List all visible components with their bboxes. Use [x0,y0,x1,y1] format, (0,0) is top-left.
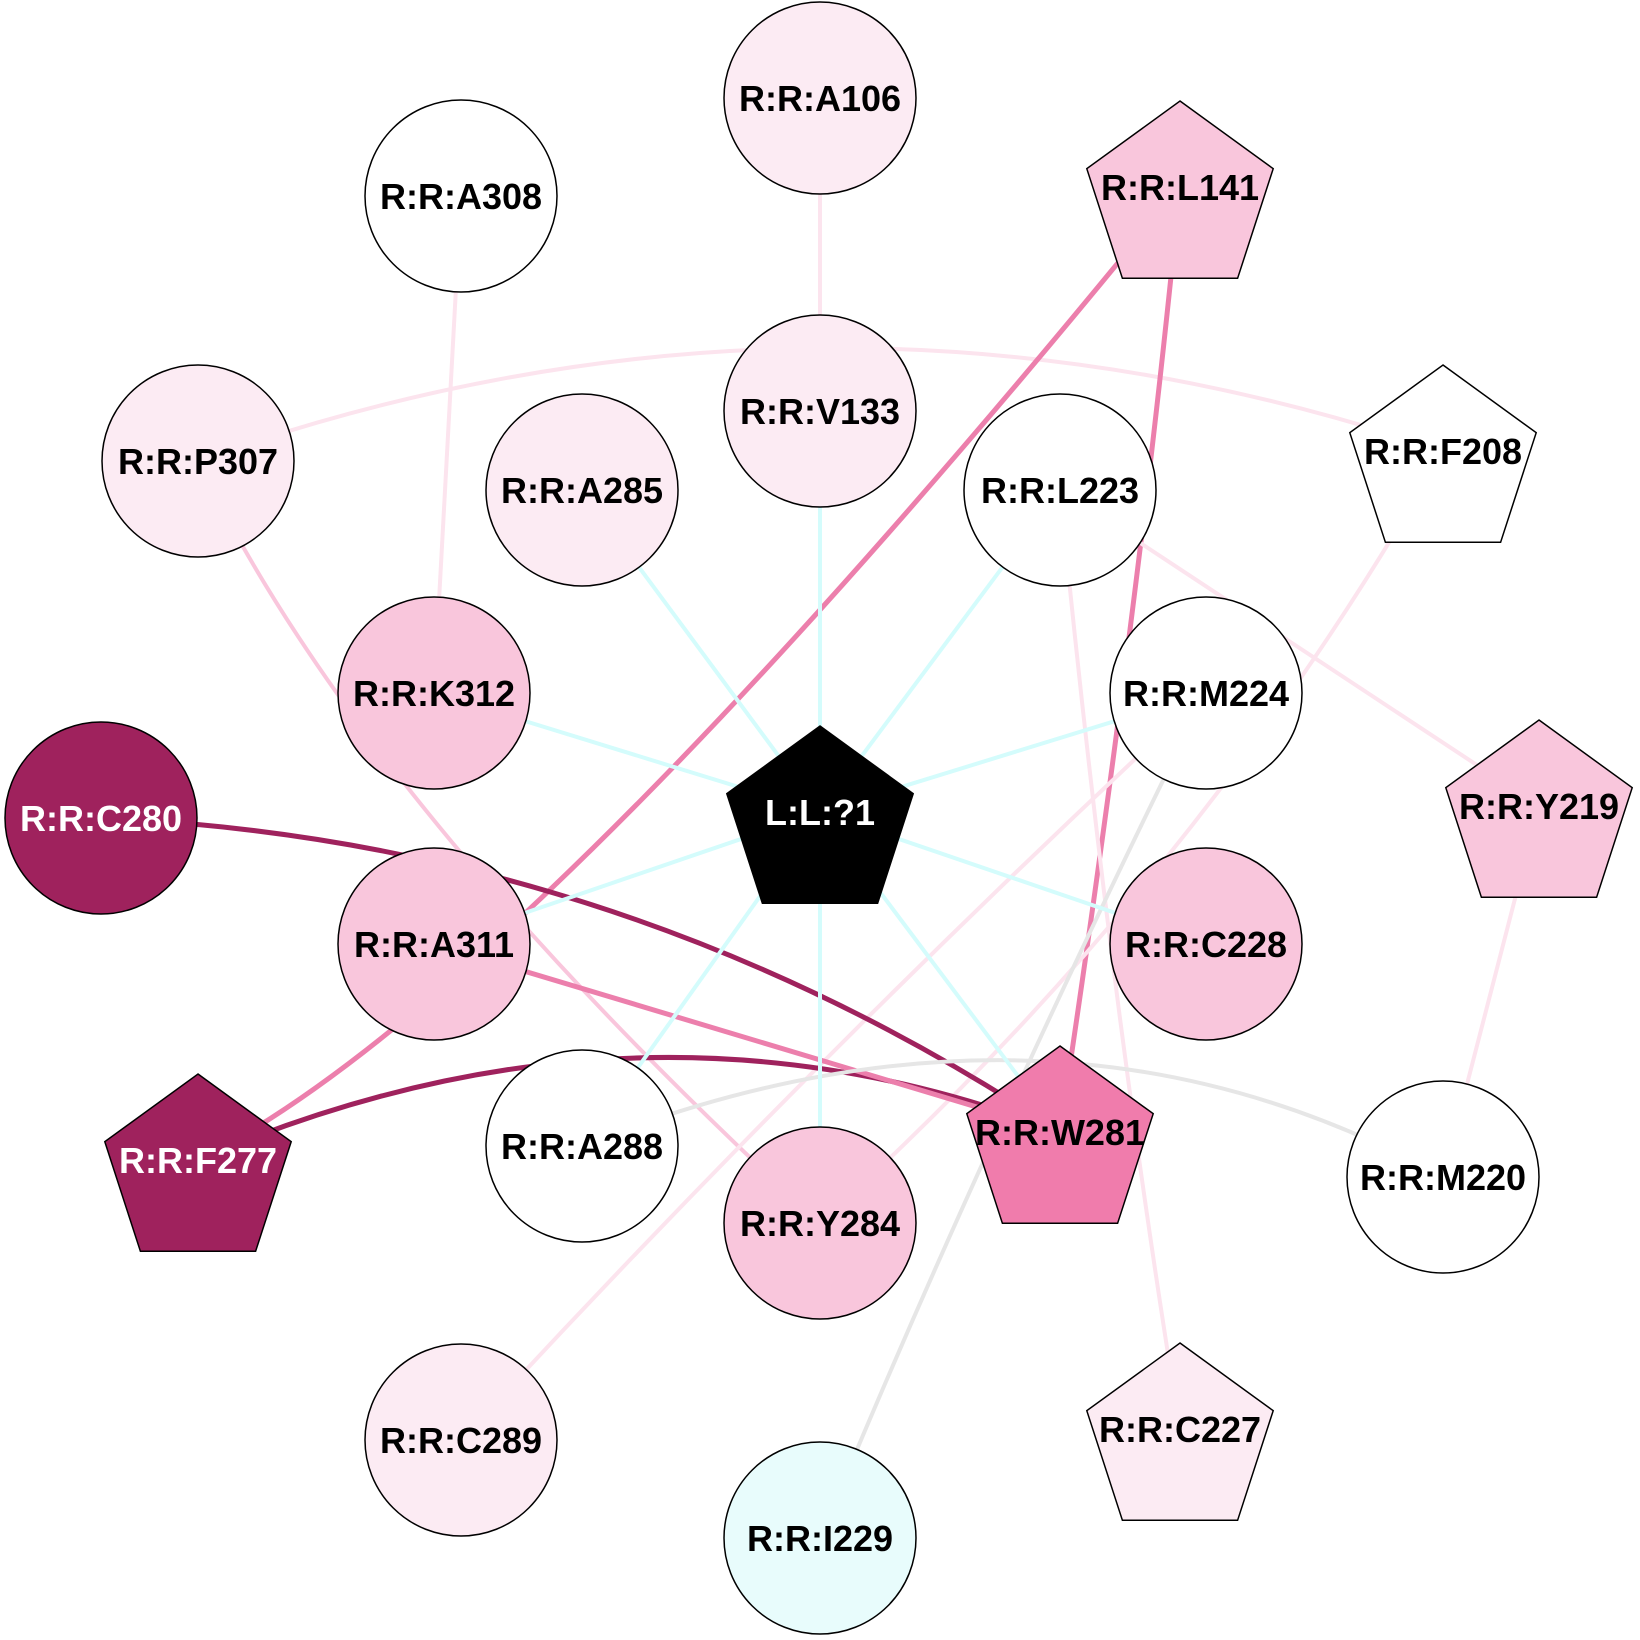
node-r-r-a285[interactable]: R:R:A285 [485,393,679,587]
node-r-r-m224[interactable]: R:R:M224 [1109,596,1303,790]
node-pentagon [1085,100,1275,280]
node-label: R:R:I229 [747,1518,893,1559]
node-label: R:R:A285 [501,470,663,511]
node-r-r-m220[interactable]: R:R:M220 [1346,1080,1540,1274]
node-label: R:R:A311 [354,924,514,965]
node-pentagon [965,1045,1155,1225]
node-circle [4,721,198,915]
node-circle [1109,596,1303,790]
node-circle [485,1049,679,1243]
node-circle [1109,847,1303,1041]
node-r-r-l141[interactable]: R:R:L141 [1085,100,1275,280]
node-circle [101,364,295,558]
node-r-r-p307[interactable]: R:R:P307 [101,364,295,558]
node-r-r-a311[interactable]: R:R:A311 [337,847,531,1041]
node-label: R:R:Y219 [1459,786,1619,827]
node-circle [337,596,531,790]
node-label: R:R:A288 [501,1126,663,1167]
node-r-r-a106[interactable]: R:R:A106 [723,1,917,195]
node-label: R:R:M220 [1360,1157,1526,1198]
node-r-r-a288[interactable]: R:R:A288 [485,1049,679,1243]
node-label: R:R:L223 [981,470,1139,511]
node-r-r-v133[interactable]: R:R:V133 [723,314,917,508]
node-r-r-w281[interactable]: R:R:W281 [965,1045,1155,1225]
node-label: R:R:C228 [1125,924,1287,965]
edge-r-r-a311-to-r-r-w281 [433,941,1061,1135]
node-circle [337,847,531,1041]
node-circle [723,1,917,195]
node-r-r-c228[interactable]: R:R:C228 [1109,847,1303,1041]
node-r-r-a308[interactable]: R:R:A308 [364,99,558,293]
node-label: R:R:F277 [119,1140,277,1181]
node-label: R:R:A308 [380,176,542,217]
node-r-r-i229[interactable]: R:R:I229 [723,1441,917,1635]
edge-r-r-f277-to-r-r-w281 [197,1054,1061,1163]
node-pentagon [1085,1342,1275,1522]
node-label: R:R:L141 [1101,167,1259,208]
node-label: L:L:?1 [765,792,875,833]
node-label: R:R:M224 [1123,673,1289,714]
node-circle [723,1441,917,1635]
node-circle [963,393,1157,587]
node-circle [1346,1080,1540,1274]
node-label: R:R:P307 [118,441,278,482]
node-circle [364,99,558,293]
edge-r-r-l223-to-r-r-c227 [1058,489,1182,1430]
edge-r-r-l141-to-r-r-w281 [1057,186,1183,1133]
node-pentagon [103,1073,293,1253]
node-label: R:R:Y284 [740,1203,900,1244]
edge-r-r-l141-to-r-r-f277 [196,185,1182,1163]
node-pentagon [1348,364,1538,544]
node-circle [723,1126,917,1320]
node-circle [723,314,917,508]
node-label: R:R:F208 [1364,431,1522,472]
node-label: R:R:K312 [353,673,515,714]
edge-r-r-m224-to-r-r-c289 [459,691,1208,1442]
node-pentagon [1444,719,1634,899]
node-r-r-k312[interactable]: R:R:K312 [337,596,531,790]
node-r-r-c289[interactable]: R:R:C289 [364,1343,558,1537]
node-r-r-f208[interactable]: R:R:F208 [1348,364,1538,544]
edge-r-r-p307-to-r-r-y284 [196,460,822,1225]
edge-r-r-a288-to-r-r-m220 [581,1058,1444,1179]
node-label: R:R:W281 [975,1112,1145,1153]
node-circle [364,1343,558,1537]
edge-r-r-c280-to-r-r-w281 [100,815,1062,1135]
node-label: R:R:C227 [1099,1409,1261,1450]
node-label: R:R:V133 [740,391,900,432]
node-label: R:R:C280 [20,798,182,839]
node-label: R:R:C289 [380,1420,542,1461]
node-r-r-c280[interactable]: R:R:C280 [4,721,198,915]
node-r-r-y219[interactable]: R:R:Y219 [1444,719,1634,899]
node-r-r-c227[interactable]: R:R:C227 [1085,1342,1275,1522]
node-label: R:R:A106 [739,78,901,119]
node-pentagon [725,725,915,905]
node-r-r-f277[interactable]: R:R:F277 [103,1073,293,1253]
node-l-l-1[interactable]: L:L:?1 [725,725,915,905]
node-circle [485,393,679,587]
node-r-r-l223[interactable]: R:R:L223 [963,393,1157,587]
node-r-r-y284[interactable]: R:R:Y284 [723,1126,917,1320]
